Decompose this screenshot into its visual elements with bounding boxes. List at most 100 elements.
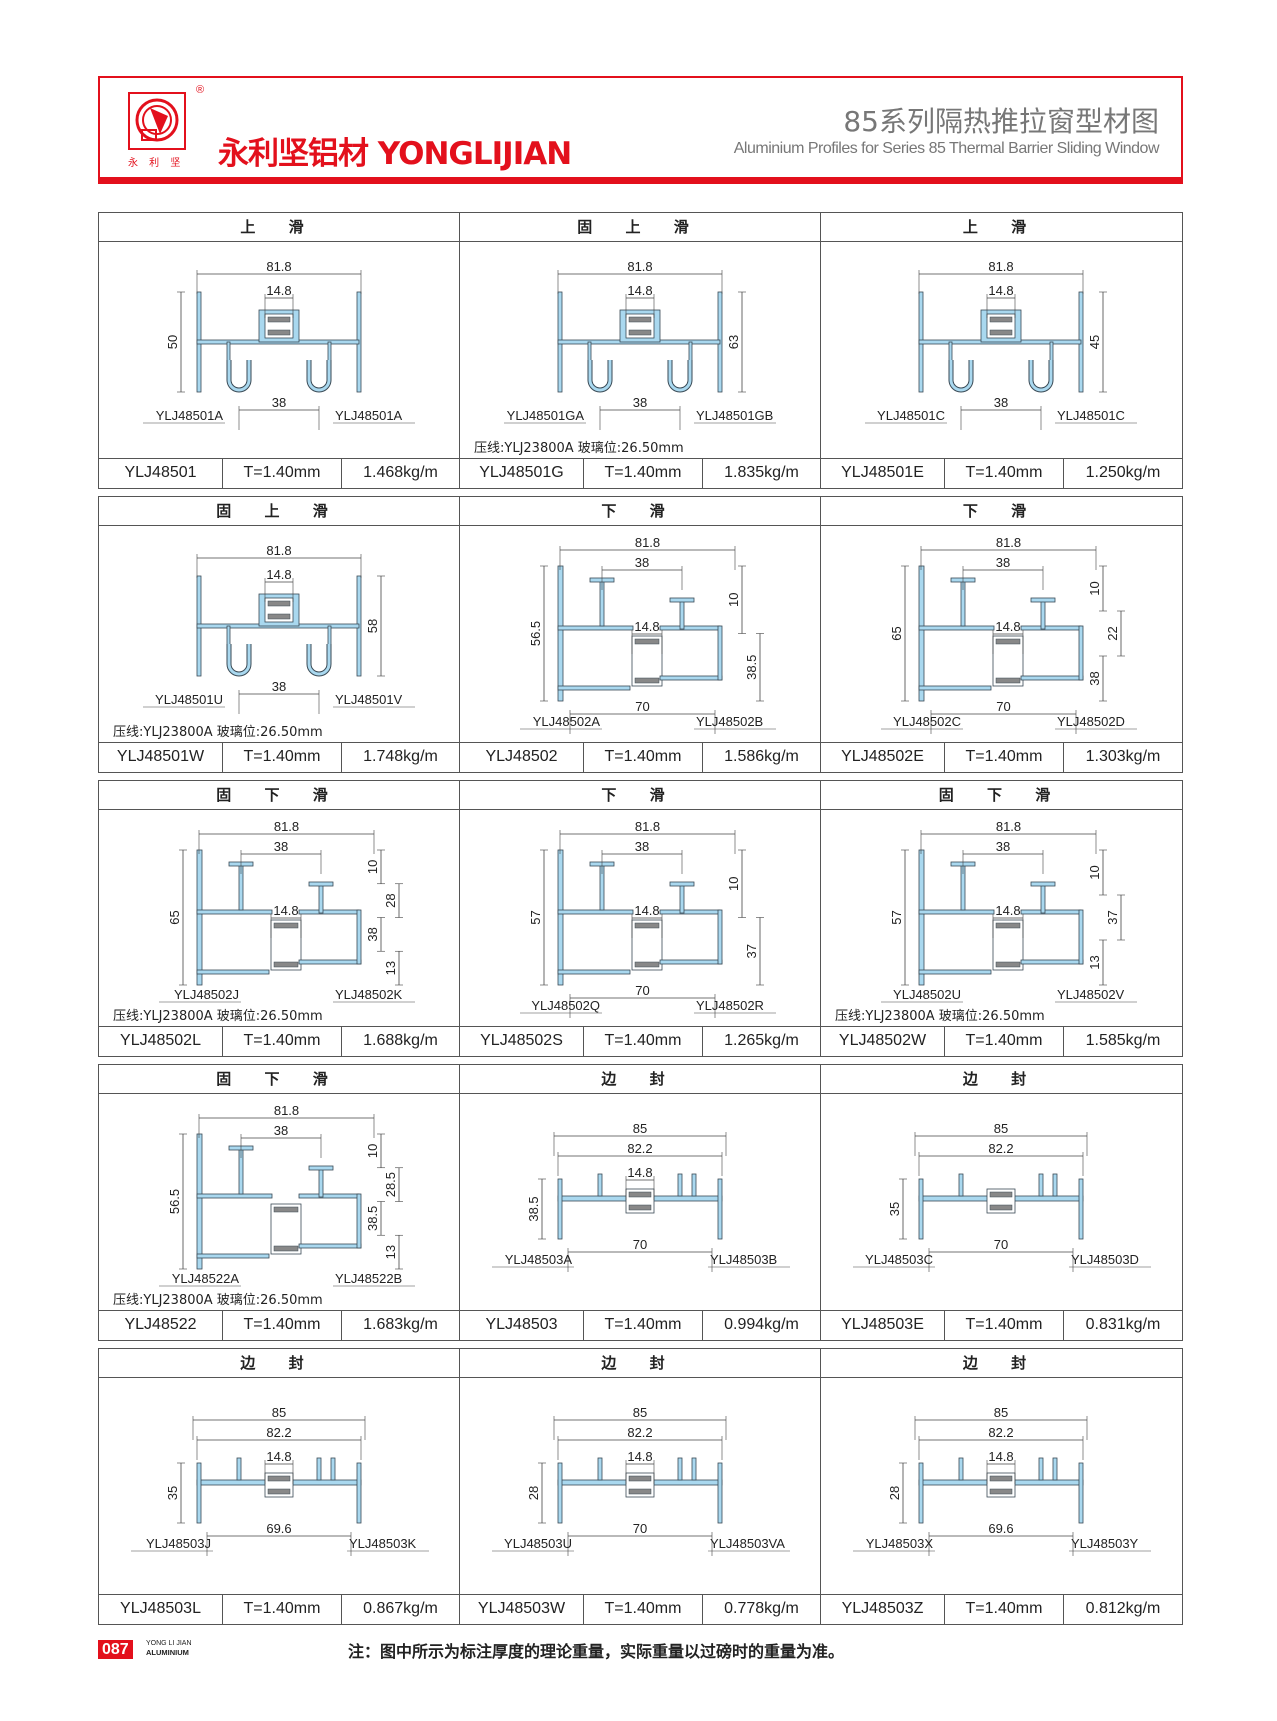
profile-code: YLJ48502E [821,743,945,772]
profile-type-title: 边 封 [460,1065,820,1094]
part-code-right: YLJ48501GB [696,408,773,423]
part-code-right: YLJ48503K [349,1536,417,1551]
part-code-right: YLJ48503VA [710,1536,785,1551]
dimension-height-right: 10 [1087,865,1102,879]
profile-spec-row: YLJ48503 T=1.40mm 0.994kg/m [460,1310,820,1340]
dimension-height-left: 50 [165,335,180,349]
dimension-thermal-break: 14.8 [995,619,1020,634]
profile-section-drawing [196,1457,362,1524]
dimension-thermal-break: 14.8 [266,567,291,582]
part-code-right: YLJ48503Y [1071,1536,1139,1551]
unit-weight: 0.812kg/m [1085,1600,1161,1617]
profile-section-drawing [918,1173,1084,1240]
profile-type-title: 固 下 滑 [99,781,459,810]
profile-type-title: 下 滑 [821,497,1182,526]
part-code-right: YLJ48522B [335,1271,402,1286]
wall-thickness: T=1.40mm [223,1595,342,1624]
dimension-center: 38 [635,555,649,570]
dimension-width: 81.8 [274,1103,299,1118]
profile-spec-row: YLJ48503Z T=1.40mm 0.812kg/m [821,1594,1182,1624]
part-code-left: YLJ48522A [172,1271,240,1286]
dimension-width-inner: 82.2 [988,1141,1013,1156]
profile-code: YLJ48503E [821,1311,945,1340]
profile-code: YLJ48503 [460,1311,584,1340]
profile-spec-row: YLJ48502S T=1.40mm 1.265kg/m [460,1026,820,1056]
dimension-thermal-break: 14.8 [995,903,1020,918]
dimension-height-left: 38.5 [526,1196,541,1221]
unit-weight: 0.831kg/m [1085,1316,1161,1333]
page-header: 永 利 坚 ® 永利坚铝材 YONGLIJIAN 85系列隔热推拉窗型材图 Al… [98,76,1183,184]
company-logo: 永 利 坚 [128,92,186,169]
profile-type-title: 下 滑 [460,781,820,810]
profile-section-drawing [557,291,723,393]
dimension-width-inner: 82.2 [627,1141,652,1156]
wall-thickness: T=1.40mm [223,1311,342,1340]
part-code-left: YLJ48503J [146,1536,211,1551]
wall-thickness: T=1.40mm [584,459,703,488]
dimension-width-outer: 85 [272,1405,286,1420]
dimension-center: 38 [274,839,288,854]
profile-type-title: 固 上 滑 [99,497,459,526]
unit-weight: 0.778kg/m [724,1600,799,1617]
dimension-width: 81.8 [274,819,299,834]
dimension-thermal-break: 14.8 [273,903,298,918]
dimension-height-right: 10 [365,1144,380,1158]
profile-code: YLJ48502W [821,1027,945,1056]
wall-thickness: T=1.40mm [584,743,703,772]
profile-type-title: 边 封 [821,1065,1182,1094]
wall-thickness: T=1.40mm [945,1595,1064,1624]
footer-brand-line1: YONG LI JIAN [146,1640,192,1647]
part-code-left: YLJ48501A [156,408,224,423]
part-code-right: YLJ48501A [335,408,403,423]
wall-thickness: T=1.40mm [223,743,342,772]
part-code-left: YLJ48501U [155,692,223,707]
profile-type-title: 边 封 [821,1349,1182,1378]
part-code-right: YLJ48502V [1057,987,1125,1002]
dimension-width: 81.8 [996,535,1021,550]
dimension-width-inner: 82.2 [266,1425,291,1440]
dimension-bottom: 70 [635,983,649,998]
profile-type-title: 边 封 [99,1349,459,1378]
profile-section-drawing [557,565,723,702]
dimension-bottom: 70 [633,1521,647,1536]
registered-mark: ® [196,84,205,96]
dimension-height-right: 10 [365,860,380,874]
footer-brand: YONG LI JIAN ALUMINIUM [146,1639,192,1658]
unit-weight: 0.867kg/m [363,1600,438,1617]
brand-name: 永利坚铝材 YONGLIJIAN [218,136,572,172]
dimension-bottom: 38 [633,395,647,410]
part-code-right: YLJ48502B [696,714,763,729]
profile-code: YLJ48501E [821,459,945,488]
profile-spec-row: YLJ48501W T=1.40mm 1.748kg/m [99,742,459,772]
part-code-left: YLJ48502J [174,987,239,1002]
dimension-bottom: 70 [635,699,649,714]
part-code-left: YLJ48501C [877,408,945,423]
